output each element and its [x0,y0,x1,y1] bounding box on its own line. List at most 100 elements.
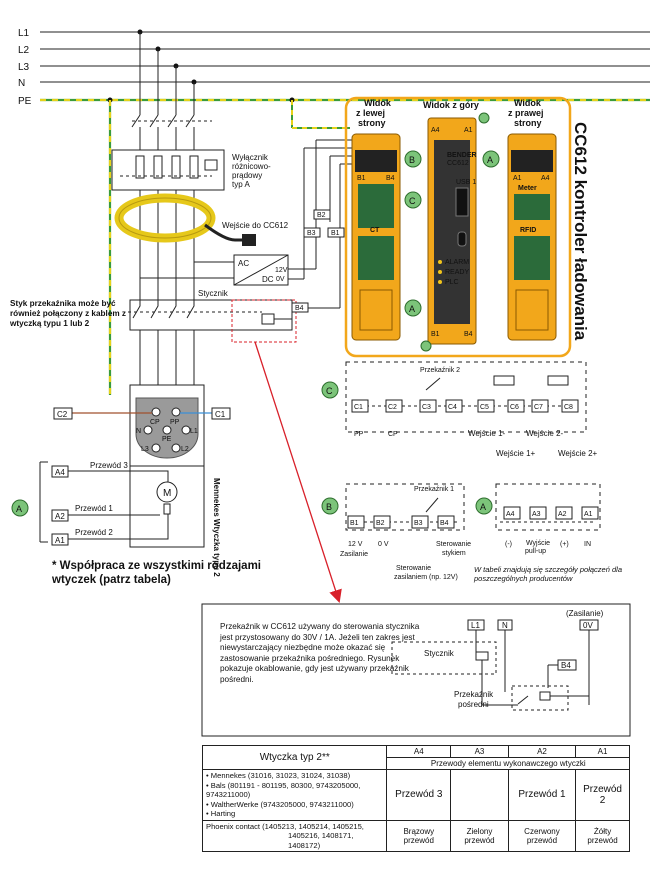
pin-pe: PE [162,436,172,443]
note-contactor-label: Stycznik [424,649,455,658]
cc612-title: CC612 kontroler ładowania [571,122,590,341]
terminal-box [529,506,547,520]
col-a4: A4 [386,745,452,758]
wire-3-label: Przewód 3 [90,461,128,470]
relay-note: Styk przekaźnika może być również połącz… [10,299,127,328]
maker-item: Phoenix contact (1405213, 1405214, 14052… [206,821,364,831]
terminal-label: C4 [448,404,457,411]
relay2-label: Przekaźnik 2 [420,367,460,374]
a-plus-label: (+) [560,541,569,548]
terminal-box [507,399,525,413]
terminal-label: B1 [350,520,359,527]
maker-item: 1405216, 1408171, 1408172) [288,831,354,850]
line-label-l1: L1 [18,28,30,39]
note-supply-label: (Zasilanie) [566,609,604,618]
device-ct-label: CT [370,227,380,234]
a-in-label: IN [584,541,591,548]
badge-a: A [480,502,486,512]
terminal-label: C3 [422,404,431,411]
contactor-to-socket-wires [139,330,195,395]
led-alarm: ALARM [445,259,469,266]
terminal-label: B4 [440,520,449,527]
pin-l3: L3 [141,446,149,453]
b-supply-label: Zasilanie [340,551,368,558]
type2-socket: CP PP N L1 PE L3 L2 M Mennekes Wtyczka t… [129,384,221,577]
wire-tag-b2: B2 [317,212,326,219]
plug-table-subheader: Przewody elementu wykonawczego wtyczki [386,757,630,770]
wire-tag-b1: B1 [331,230,340,237]
row2-a4: Brązowy przewód [386,819,452,852]
c-cp-label: CP [388,431,398,438]
terminal-box [373,515,391,529]
table-row: • Mennekes (31016, 31023, 31024, 31038) … [201,769,630,821]
device-rfid-label: RFID [520,227,536,234]
terminal-box [477,399,495,413]
terminal-label: C7 [534,404,543,411]
power-supply: AC DC 12V 0V [140,254,316,286]
maker-item: • Bals (801191 - 801195, 80300, 97432050… [206,780,361,800]
line-label-pe: PE [18,96,32,107]
feeder-wires [131,32,212,150]
note-n-terminal: N [502,621,508,630]
maker-item: • Mennekes (31016, 31023, 31024, 31038) [206,771,351,780]
terminal-label: B2 [376,520,385,527]
top-term-a4: A4 [431,127,440,134]
red-pointer-arrow [254,341,342,603]
badge-b-device: B [409,155,415,165]
line-label-l2: L2 [18,45,30,56]
rcd-breaker: Wyłącznik różnicowo- prądowy typ A [111,149,271,191]
terminal-box [561,399,579,413]
device-usb-label: USB 1 [456,179,476,186]
note-l1-terminal: L1 [471,621,480,630]
c-in1p-label: Wejście 1+ [496,449,536,458]
terminal-label: A3 [532,511,541,518]
terminal-box [419,399,437,413]
note-0v-terminal: 0V [583,621,593,630]
pin-n: N [136,428,141,435]
row2-a1: Żółty przewód [575,819,630,852]
pin-l1: L1 [190,428,198,435]
row1-makers: • Mennekes (31016, 31023, 31024, 31038) … [201,769,388,821]
badge-c: C [326,386,333,396]
pin-pp: PP [170,419,180,426]
terminal-box [503,506,521,520]
pin-l2: L2 [181,446,189,453]
psu-ac-label: AC [238,259,249,268]
row2-makers: Phoenix contact (1405213, 1405214, 14052… [201,819,388,852]
b-12v-label: 12 V [348,541,363,548]
terminal-box [347,515,365,529]
bottom-term-b4: B4 [464,331,473,338]
supply-lines: L1 L2 L3 N PE [18,28,650,107]
a-minus-label: (-) [505,541,512,548]
line-label-n: N [18,78,25,89]
row2-a2: Czerwony przewód [507,819,577,852]
maker-item: • WaltherWerke (9743205000, 9743211000) [206,799,354,809]
right-term-a4: A4 [541,175,550,182]
terminal-box [555,506,573,520]
left-term-b1: B1 [357,175,366,182]
note-b4-terminal: B4 [561,661,571,670]
led-plc: PLC [445,279,459,286]
terminal-box [351,399,369,413]
badge-b: B [326,502,332,512]
terminal-label: A2 [558,511,567,518]
note-text: Przekaźnik w CC612 używany do sterowania… [220,622,420,684]
col-a1: A1 [575,745,630,758]
wire-tag-b4: B4 [295,305,304,312]
terminal-box [445,399,463,413]
row1-a2: Przewód 1 [507,769,577,821]
c-in2p-label: Wejście 2+ [558,449,598,458]
view-top-label: Widok z góry [423,100,479,110]
row1-a4: Przewód 3 [386,769,452,821]
terminal-a4: A4 [55,468,65,477]
terminal-label: C8 [564,404,573,411]
maker-item: • Harting [206,809,236,818]
ct-plug-icon [242,234,256,246]
terminal-label: C5 [480,404,489,411]
